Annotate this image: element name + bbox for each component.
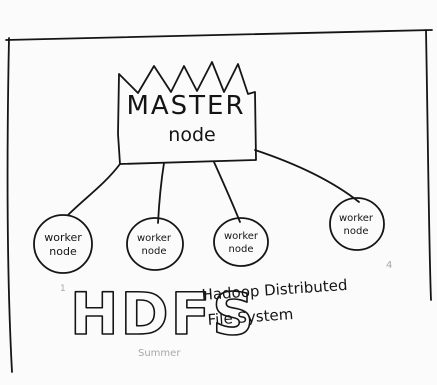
worker-node-3-label-line1: worker bbox=[224, 231, 259, 242]
worker-node-3-circle bbox=[213, 217, 269, 267]
hdfs-acronym: HDFS bbox=[70, 280, 256, 348]
connector-worker-4 bbox=[254, 149, 360, 203]
master-title: MASTER bbox=[126, 91, 245, 121]
connector-worker-1 bbox=[67, 163, 121, 216]
worker-node-3-label-line2: node bbox=[229, 244, 254, 255]
worker-node-4-label-line1: worker bbox=[339, 213, 374, 224]
worker-node-4-label-line2: node bbox=[344, 226, 369, 237]
master-subtitle: node bbox=[168, 124, 215, 146]
frame-right bbox=[425, 29, 432, 301]
hdfs-expansion-line2: File System bbox=[207, 305, 294, 329]
connector-worker-3 bbox=[213, 161, 241, 223]
faint-mark-right: 4 bbox=[386, 260, 392, 271]
connector-worker-2 bbox=[157, 162, 165, 224]
worker-node-2-label-line1: worker bbox=[137, 233, 172, 244]
worker-node-1-label-line1: worker bbox=[44, 231, 82, 244]
worker-node-1-circle bbox=[33, 214, 93, 274]
master-node-crown bbox=[117, 61, 257, 165]
frame-left bbox=[6, 37, 13, 373]
worker-node-2-label-line2: node bbox=[142, 246, 167, 257]
frame-top bbox=[5, 29, 433, 41]
worker-node-2-circle bbox=[126, 217, 184, 271]
faint-bottom-scribble: Summer bbox=[138, 348, 181, 359]
worker-node-1-label-line2: node bbox=[49, 245, 77, 258]
worker-node-4-circle bbox=[329, 197, 385, 251]
faint-mark-left: 1 bbox=[60, 284, 66, 294]
